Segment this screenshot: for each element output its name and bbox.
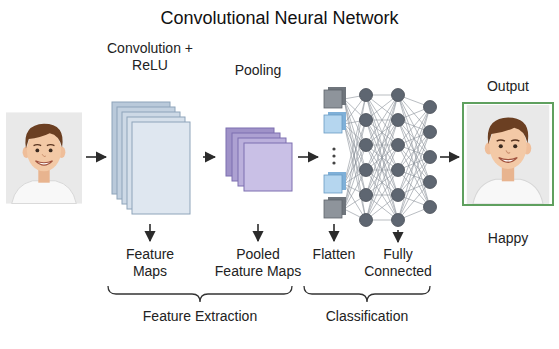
flow-arrow [298, 156, 318, 158]
label-slot: Fully Connected [361, 246, 435, 280]
input-face [6, 112, 82, 203]
network-connections [344, 95, 430, 220]
layer-heading: Output [462, 78, 554, 95]
stage-label: Classification [307, 308, 427, 325]
ellipsis-dot [332, 161, 335, 164]
ellipsis-dot [332, 147, 335, 150]
feature-map [132, 122, 190, 214]
label-slot: Flatten [306, 246, 362, 263]
neuron [392, 114, 405, 127]
hidden-connections [366, 95, 398, 220]
flatten-column [324, 87, 346, 218]
neuron [360, 189, 373, 202]
neuron [392, 189, 405, 202]
ellipsis-dot [332, 154, 335, 157]
down-arrow [397, 230, 399, 242]
neuron [392, 139, 405, 152]
neuron [392, 164, 405, 177]
stage-label: Feature Extraction [125, 308, 275, 325]
down-arrow [333, 224, 335, 241]
neuron [360, 114, 373, 127]
layer-heading: Pooling [218, 62, 298, 79]
neuron [424, 201, 437, 214]
class-label: Happy [462, 230, 554, 247]
flatten-cell [324, 90, 342, 108]
layer-block: Pooling [218, 62, 298, 198]
neuron [424, 176, 437, 189]
step-label: Pooled Feature Maps [212, 246, 304, 280]
output-frame [462, 102, 554, 206]
neurons [360, 89, 437, 227]
label-slot: Classification [307, 308, 427, 325]
flatten-cell [324, 200, 342, 218]
neuron [360, 214, 373, 227]
output-face [467, 105, 550, 204]
flow-arrow [440, 156, 459, 158]
layer-block: Convolution + ReLU [100, 40, 200, 220]
label-slot: Pooled Feature Maps [212, 246, 304, 280]
neuron [424, 126, 437, 139]
text-slot: Output [462, 78, 554, 95]
text-slot: Happy [462, 230, 554, 247]
flow-arrow [203, 156, 215, 158]
flatten-cell [324, 175, 342, 193]
group-brackets [108, 286, 430, 302]
neuron [360, 139, 373, 152]
step-label: Feature Maps [114, 246, 186, 280]
pooled-map-stack [226, 128, 292, 191]
neuron [360, 89, 373, 102]
title-slot: Convolutional Neural Network [0, 7, 559, 29]
layer-heading: Convolution + ReLU [100, 40, 200, 74]
step-label: Fully Connected [361, 246, 435, 280]
text-slot: Pooling [218, 62, 298, 79]
down-arrow [149, 224, 151, 241]
down-arrow [257, 224, 259, 241]
feature-map-stack [112, 102, 190, 214]
step-label: Flatten [306, 246, 362, 263]
flow-arrow [86, 156, 106, 158]
curly-bracket [304, 286, 430, 302]
label-slot: Feature Maps [114, 246, 186, 280]
neuron [424, 151, 437, 164]
diagram-title: Convolutional Neural Network [0, 7, 559, 29]
label-slot: Feature Extraction [125, 308, 275, 325]
neuron [424, 101, 437, 114]
flatten-cell [324, 115, 342, 133]
output-box: OutputHappy [462, 78, 554, 256]
pooled-map [244, 143, 292, 191]
neuron [392, 214, 405, 227]
text-slot: Convolution + ReLU [100, 40, 200, 74]
neuron [392, 89, 405, 102]
flatten-connections [344, 95, 366, 220]
neuron [360, 164, 373, 177]
curly-bracket [108, 286, 292, 302]
